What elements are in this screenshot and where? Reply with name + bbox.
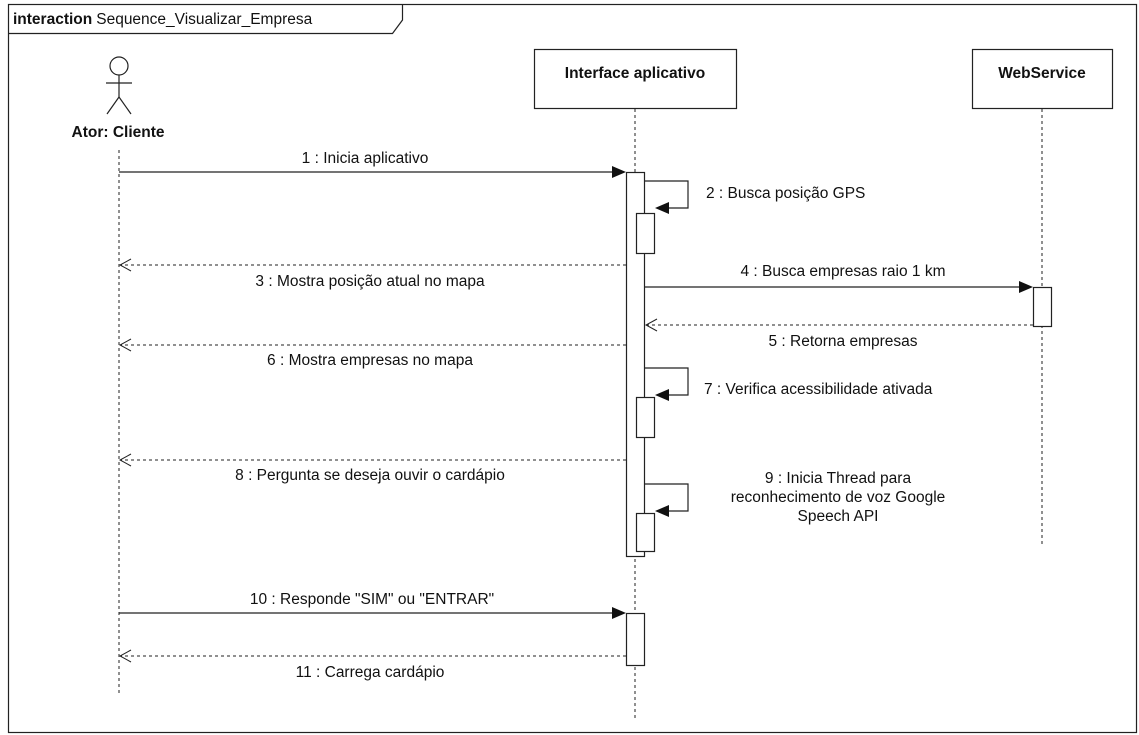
activation-webservice xyxy=(1032,286,1053,328)
lifeline-app-label: Interface aplicativo xyxy=(565,65,705,82)
activation-app-speech xyxy=(635,512,656,553)
activation-app-response xyxy=(625,612,646,667)
activation-app-main xyxy=(625,171,646,558)
frame-keyword: interaction xyxy=(13,11,92,28)
activation-app-gps xyxy=(635,212,656,255)
actor-label: Ator: Cliente xyxy=(72,124,165,141)
message-4-arrow xyxy=(645,281,1033,293)
message-9-label-line3: Speech API xyxy=(797,508,878,525)
message-3-return-arrow xyxy=(118,258,626,272)
message-8-return-arrow xyxy=(118,453,626,467)
message-6-label: 6 : Mostra empresas no mapa xyxy=(267,352,473,369)
message-11-label: 11 : Carrega cardápio xyxy=(296,664,445,681)
message-10-arrow xyxy=(119,607,626,619)
message-3-label: 3 : Mostra posição atual no mapa xyxy=(255,273,485,290)
message-9-label-line2: reconhecimento de voz Google xyxy=(731,489,946,506)
message-8-label: 8 : Pergunta se deseja ouvir o cardápio xyxy=(235,467,505,484)
message-7-self-arrow xyxy=(645,367,689,401)
message-5-return-arrow xyxy=(644,318,1033,332)
frame-tab xyxy=(8,4,404,35)
lifeline-webservice-label: WebService xyxy=(998,65,1086,82)
interaction-frame xyxy=(7,3,1138,734)
message-2-label: 2 : Busca posição GPS xyxy=(706,185,865,202)
message-10-label: 10 : Responde "SIM" ou "ENTRAR" xyxy=(250,591,494,608)
message-6-return-arrow xyxy=(118,338,626,352)
message-5-label: 5 : Retorna empresas xyxy=(768,333,917,350)
message-4-label: 4 : Busca empresas raio 1 km xyxy=(740,263,945,280)
frame-name: Sequence_Visualizar_Empresa xyxy=(96,11,312,28)
message-9-label-line1: 9 : Inicia Thread para xyxy=(765,470,912,487)
lifeline-head-app xyxy=(533,48,738,110)
message-9-self-arrow xyxy=(645,483,689,517)
message-7-label: 7 : Verifica acessibilidade ativada xyxy=(704,381,933,398)
lifeline-head-webservice xyxy=(971,48,1114,110)
actor-stick-figure-icon xyxy=(106,56,132,115)
activation-app-acessibilidade xyxy=(635,396,656,439)
message-1-label: 1 : Inicia aplicativo xyxy=(302,150,429,167)
message-1-arrow xyxy=(119,166,626,178)
message-2-self-arrow xyxy=(645,180,689,214)
message-11-return-arrow xyxy=(118,649,626,663)
